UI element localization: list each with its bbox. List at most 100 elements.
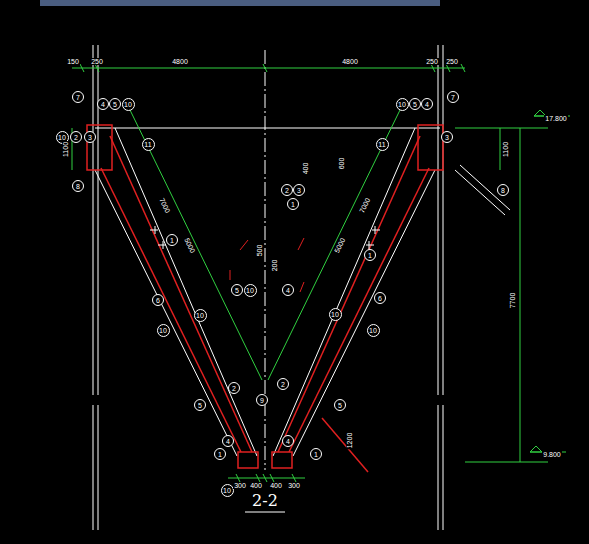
- callout-circle: 10: [221, 484, 234, 497]
- callout-circle: 1: [214, 448, 226, 460]
- callout-circle: 1: [287, 198, 299, 210]
- dimension-text: 1100: [63, 140, 70, 157]
- callout-number: 10: [331, 311, 339, 318]
- callout-circle: 4: [222, 435, 234, 447]
- dimension-text: 7000: [158, 196, 172, 215]
- callout-circle: 4: [97, 98, 109, 110]
- callout-number: 1: [218, 451, 222, 458]
- dimension-text: 400: [249, 482, 263, 489]
- callout-circle: 3: [84, 131, 96, 143]
- callout-number: 7: [451, 94, 455, 101]
- callout-circle: 11: [142, 138, 155, 151]
- callout-number: 5: [413, 101, 417, 108]
- dimension-text: 150: [66, 58, 80, 65]
- callout-circle: 3: [293, 184, 305, 196]
- callout-number: 4: [101, 101, 105, 108]
- callout-number: 1: [368, 252, 372, 259]
- callout-circle: 10: [329, 308, 342, 321]
- callout-number: 5: [235, 287, 239, 294]
- dimension-text: 5000: [333, 236, 347, 255]
- callout-number: 10: [246, 287, 254, 294]
- callout-circle: 4: [282, 284, 294, 296]
- callout-circle: 1: [310, 448, 322, 460]
- callout-number: 8: [501, 187, 505, 194]
- callout-number: 6: [378, 295, 382, 302]
- callout-number: 10: [58, 134, 66, 141]
- callout-circle: 10: [122, 98, 135, 111]
- callout-number: 5: [113, 101, 117, 108]
- callout-number: 10: [159, 327, 167, 334]
- callout-number: 10: [398, 101, 406, 108]
- callout-number: 1: [170, 237, 174, 244]
- callout-circle: 10: [157, 324, 170, 337]
- section-title: 2-2: [252, 491, 278, 510]
- callout-circle: 1: [364, 249, 376, 261]
- callout-number: 6: [156, 297, 160, 304]
- callout-circle: 7: [72, 91, 84, 103]
- dimension-text: 250: [90, 58, 104, 65]
- callout-circle: 2: [70, 131, 82, 143]
- dimension-text: 300: [287, 482, 301, 489]
- callout-circle: 4: [421, 98, 433, 110]
- callout-number: 11: [144, 141, 151, 148]
- callout-circle: 8: [497, 184, 509, 196]
- dimension-text: 250: [425, 58, 439, 65]
- dimension-text: 400: [269, 482, 283, 489]
- callout-number: 5: [198, 402, 202, 409]
- callout-circle: 6: [374, 292, 386, 304]
- dimension-text: 600: [339, 156, 346, 170]
- callout-circle: 2: [277, 378, 289, 390]
- callout-number: 7: [76, 94, 80, 101]
- callout-circle: 10: [396, 98, 409, 111]
- callout-number: 10: [369, 327, 377, 334]
- callout-circle: 1: [166, 234, 178, 246]
- callout-circle: 3: [441, 131, 453, 143]
- callout-circle: 5: [334, 399, 346, 411]
- callout-circle: 5: [194, 399, 206, 411]
- callout-circle: 7: [447, 91, 459, 103]
- callout-number: 2: [285, 187, 289, 194]
- dimension-text: 7700: [509, 291, 516, 309]
- callout-circle: 4: [282, 435, 294, 447]
- callout-number: 2: [232, 385, 236, 392]
- callout-number: 4: [226, 438, 230, 445]
- callout-number: 1: [314, 451, 318, 458]
- callout-number: 2: [281, 381, 285, 388]
- callout-number: 5: [338, 402, 342, 409]
- callout-circle: 9: [256, 394, 268, 406]
- callout-number: 3: [88, 134, 92, 141]
- callout-number: 10: [223, 487, 231, 494]
- dimension-text: 250: [445, 58, 459, 65]
- callout-number: 4: [425, 101, 429, 108]
- callout-circle: 8: [72, 180, 84, 192]
- dimension-text: 17.800: [544, 115, 567, 122]
- callout-number: 8: [76, 183, 80, 190]
- callout-circle: 10: [244, 284, 257, 297]
- dimension-text: 300: [233, 482, 247, 489]
- dimension-text: 4800: [171, 58, 189, 65]
- callout-circle: 5: [231, 284, 243, 296]
- callout-circle: 10: [367, 324, 380, 337]
- callout-number: 9: [260, 397, 264, 404]
- callout-circle: 6: [152, 294, 164, 306]
- callout-number: 4: [286, 438, 290, 445]
- dimension-text: 4800: [341, 58, 359, 65]
- callout-circle: 5: [109, 98, 121, 110]
- callout-circle: 5: [409, 98, 421, 110]
- dimension-text: 1100: [503, 140, 510, 157]
- callout-number: 4: [286, 287, 290, 294]
- callout-number: 3: [297, 187, 301, 194]
- callout-number: 2: [74, 134, 78, 141]
- callout-number: 10: [196, 312, 204, 319]
- dimension-text: 500: [257, 243, 264, 257]
- callout-number: 3: [445, 134, 449, 141]
- callout-circle: 11: [376, 138, 389, 151]
- dimension-text: 200: [272, 258, 279, 272]
- dimension-text: 400: [303, 161, 310, 175]
- callout-circle: 10: [194, 309, 207, 322]
- dimension-text: 1200: [346, 431, 353, 449]
- callout-number: 10: [124, 101, 132, 108]
- dimension-text: 9.800: [542, 451, 562, 458]
